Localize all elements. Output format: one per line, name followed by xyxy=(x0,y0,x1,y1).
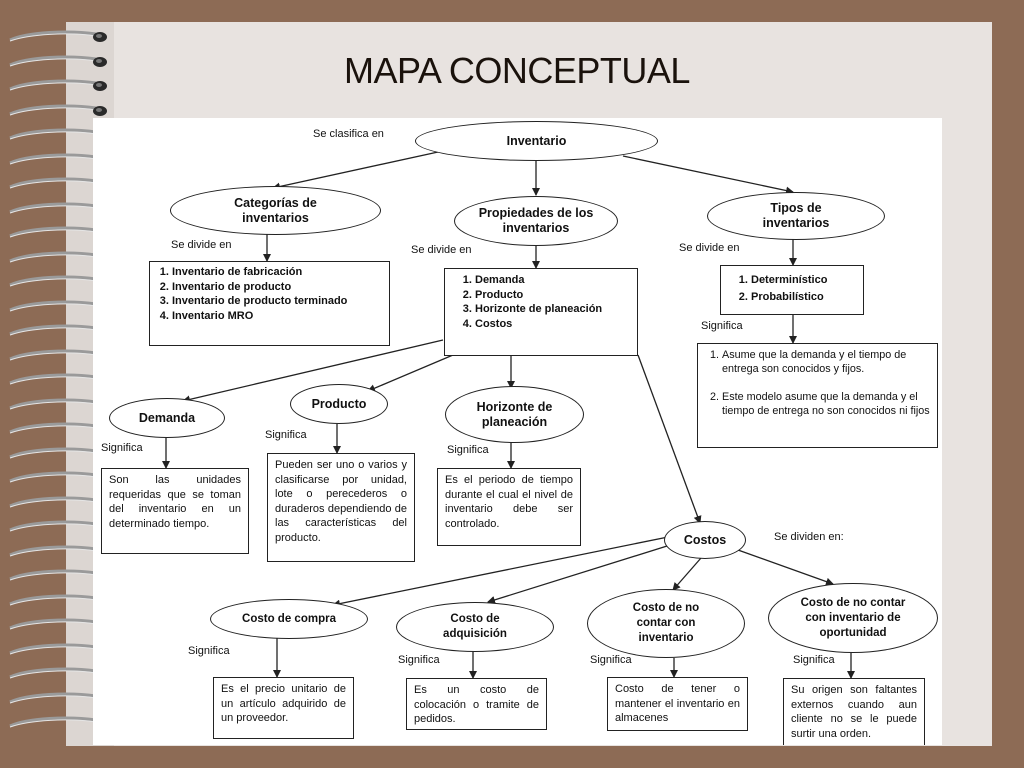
label-significa: Significa xyxy=(793,654,835,666)
label-significa: Significa xyxy=(398,654,440,666)
list-item: Probabilístico xyxy=(751,289,859,306)
page-title: MAPA CONCEPTUAL xyxy=(344,50,690,91)
list-item: Este modelo asume que la demanda y el ti… xyxy=(722,390,931,418)
tipos-list: Determinístico Probabilístico xyxy=(720,265,864,315)
label-se-divide: Se divide en xyxy=(171,239,232,251)
node-propiedades: Propiedades de los inventarios xyxy=(454,196,618,246)
spiral-ring xyxy=(9,104,107,116)
list-item: Inventario de fabricación xyxy=(172,265,385,280)
list-item: Inventario de producto xyxy=(172,280,385,295)
def-costo-compra: Es el precio unitario de un artículo adq… xyxy=(213,677,354,739)
arrow-inventario-tipos xyxy=(622,155,794,195)
label-se-dividen: Se dividen en: xyxy=(774,531,844,543)
node-costo-adquisicion: Costo de adquisición xyxy=(396,602,554,652)
node-costo-compra: Costo de compra xyxy=(210,599,368,639)
list-item: Determinístico xyxy=(751,272,859,289)
list-item: Demanda xyxy=(475,273,633,288)
label-se-divide: Se divide en xyxy=(411,244,472,256)
label-significa: Significa xyxy=(447,444,489,456)
node-categorias: Categorías de inventarios xyxy=(170,186,381,235)
arrow-costos-compra xyxy=(332,535,674,608)
def-producto: Pueden ser uno o varios y clasificarse p… xyxy=(267,453,415,562)
list-item: Costos xyxy=(475,317,633,332)
def-demanda: Son las unidades requeridas que se toman… xyxy=(101,468,249,554)
list-item: Horizonte de planeación xyxy=(475,302,633,317)
arrow-propiedades-demanda xyxy=(182,339,444,404)
node-inventario: Inventario xyxy=(415,121,658,161)
node-costos: Costos xyxy=(664,521,746,559)
label-significa: Significa xyxy=(101,442,143,454)
node-producto: Producto xyxy=(290,384,388,424)
concept-map: Inventario Categorías de inventarios Pro… xyxy=(93,118,942,745)
connector-lines xyxy=(162,151,855,679)
label-se-clasifica: Se clasifica en xyxy=(313,128,384,140)
categorias-list: Inventario de fabricación Inventario de … xyxy=(149,261,390,346)
spiral-ring xyxy=(9,55,107,67)
spiral-ring xyxy=(9,79,107,91)
label-significa: Significa xyxy=(590,654,632,666)
def-horizonte: Es el periodo de tiempo durante el cual … xyxy=(437,468,581,546)
arrow-inventario-categorias xyxy=(272,151,439,191)
arrow-propiedades-producto xyxy=(367,354,454,392)
list-item: Asume que la demanda y el tiempo de entr… xyxy=(722,348,931,376)
arrow-costos-no-contar xyxy=(672,557,702,591)
def-costo-adquisicion: Es un costo de colocación o tramite de p… xyxy=(406,678,547,730)
def-costo-oportunidad: Su origen son faltantes externos cuando … xyxy=(783,678,925,745)
node-tipos: Tipos de inventarios xyxy=(707,192,885,240)
arrow-propiedades-costos xyxy=(637,354,702,524)
node-horizonte: Horizonte de planeación xyxy=(445,386,584,443)
label-significa: Significa xyxy=(701,320,743,332)
arrow-costos-adquisicion xyxy=(487,540,684,604)
propiedades-list: Demanda Producto Horizonte de planeación… xyxy=(444,268,638,356)
label-significa: Significa xyxy=(188,645,230,657)
tipos-significado: Asume que la demanda y el tiempo de entr… xyxy=(697,343,938,448)
list-item: Inventario de producto terminado xyxy=(172,294,385,309)
list-item: Inventario MRO xyxy=(172,309,385,324)
list-item: Producto xyxy=(475,288,633,303)
node-costo-no-contar: Costo de no contar con inventario xyxy=(587,589,745,658)
arrow-costos-oportunidad xyxy=(737,549,834,586)
label-se-divide: Se divide en xyxy=(679,242,740,254)
node-costo-oportunidad: Costo de no contar con inventario de opo… xyxy=(768,583,938,653)
node-demanda: Demanda xyxy=(109,398,225,438)
def-costo-no-contar: Costo de tener o mantener el inventario … xyxy=(607,677,748,731)
label-significa: Significa xyxy=(265,429,307,441)
spiral-ring xyxy=(9,30,107,42)
